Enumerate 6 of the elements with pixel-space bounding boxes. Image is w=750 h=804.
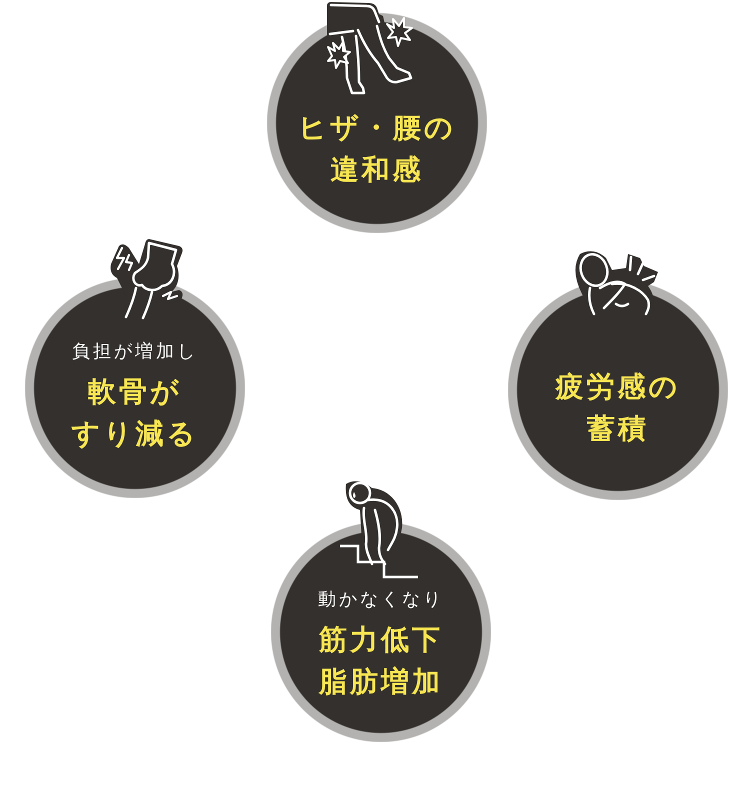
circle-heading: 筋力低下脂肪増加	[319, 622, 443, 700]
circle-heading: 軟骨がすり減る	[72, 374, 198, 452]
circle-heading: 疲労感の蓄積	[556, 369, 680, 447]
circle-subheading: 動かなくなり	[318, 588, 444, 612]
circle-subheading: 負担が増加し	[72, 340, 198, 364]
circle-heading: ヒザ・腰の違和感	[298, 110, 456, 188]
